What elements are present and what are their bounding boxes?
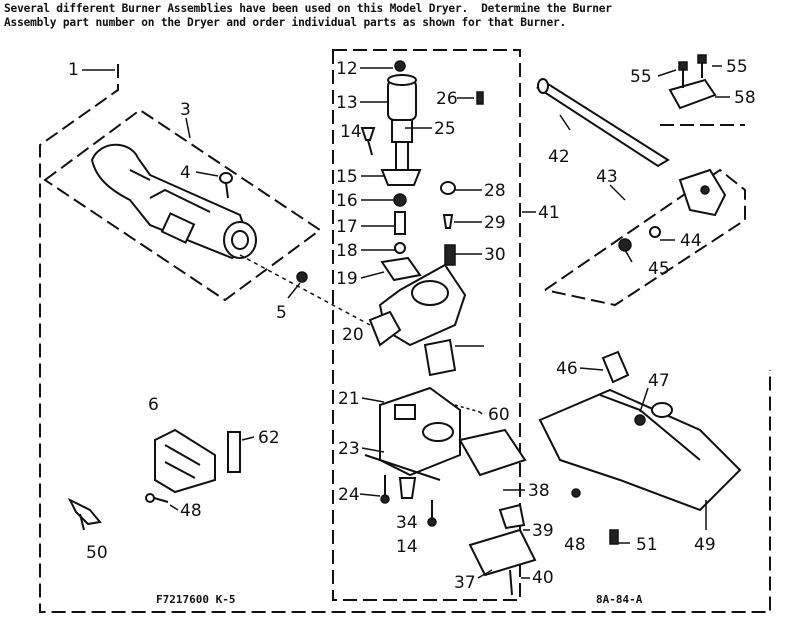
callout-62: 62 (258, 428, 280, 448)
callout-24: 24 (338, 485, 360, 505)
callout-29: 29 (484, 213, 506, 233)
igniter-mount-6 (154, 428, 241, 494)
igniter-boundary (544, 168, 746, 307)
header-line-2: Assembly part number on the Dryer and or… (4, 16, 567, 29)
callout-60: 60 (488, 405, 510, 425)
gas-pipe-42 (535, 78, 670, 168)
callout-3: 3 (180, 100, 191, 120)
callout-17: 17 (336, 217, 358, 237)
burner-tube-boundary (43, 108, 322, 302)
callout-20: 20 (342, 325, 364, 345)
screw-48-left (145, 493, 169, 503)
callout-46: 46 (556, 359, 578, 379)
screw-4 (219, 172, 233, 199)
callout-16: 16 (336, 191, 358, 211)
callout-48-right: 48 (564, 535, 586, 555)
callout-6: 6 (148, 395, 159, 415)
mounting-tray-49 (538, 350, 742, 545)
callout-28: 28 (484, 181, 506, 201)
callout-49: 49 (694, 535, 716, 555)
callout-26: 26 (436, 89, 458, 109)
callout-47: 47 (648, 371, 670, 391)
callout-43: 43 (596, 167, 618, 187)
callout-34: 34 (396, 513, 418, 533)
callout-14-top: 14 (340, 122, 362, 142)
leader-lines (82, 65, 730, 579)
valve-base (364, 386, 537, 596)
callout-51: 51 (636, 535, 658, 555)
callout-41: 41 (538, 203, 560, 223)
small-valve-parts (360, 91, 484, 266)
callout-44: 44 (680, 231, 702, 251)
callout-55-left: 55 (630, 67, 652, 87)
callout-4: 4 (180, 163, 191, 183)
valve-stack (368, 60, 467, 377)
valve-group-boundary (332, 49, 521, 601)
page-code: 8A-84-A (596, 593, 643, 606)
callout-14-bottom: 14 (396, 537, 418, 557)
callout-13: 13 (336, 93, 358, 113)
callout-12: 12 (336, 59, 358, 79)
callout-58: 58 (734, 88, 756, 108)
header-text: Several different Burner Assemblies have… (4, 2, 796, 30)
callout-40: 40 (532, 568, 554, 588)
callout-37: 37 (454, 573, 476, 593)
callout-50: 50 (86, 543, 108, 563)
callout-48-left: 48 (180, 501, 202, 521)
callout-30: 30 (484, 245, 506, 265)
callout-55-right: 55 (726, 57, 748, 77)
callout-23: 23 (338, 439, 360, 459)
bracket-58 (668, 54, 717, 110)
callout-1: 1 (68, 60, 79, 80)
callout-21: 21 (338, 389, 360, 409)
callout-19-left: 19 (336, 269, 358, 289)
callout-39: 39 (532, 521, 554, 541)
callout-45: 45 (648, 259, 670, 279)
nut-5 (296, 271, 308, 283)
burner-assembly-boundary (39, 64, 771, 613)
callout-25: 25 (434, 119, 456, 139)
header-line-1: Several different Burner Assemblies have… (4, 2, 612, 15)
igniter-43 (618, 168, 727, 252)
callout-42: 42 (548, 147, 570, 167)
callout-38: 38 (528, 481, 550, 501)
model-code: F7217600 K-5 (156, 593, 235, 606)
callout-5: 5 (276, 303, 287, 323)
callout-18: 18 (336, 241, 358, 261)
callout-15: 15 (336, 167, 358, 187)
spade-50 (67, 497, 102, 531)
burner-tube (90, 143, 257, 260)
